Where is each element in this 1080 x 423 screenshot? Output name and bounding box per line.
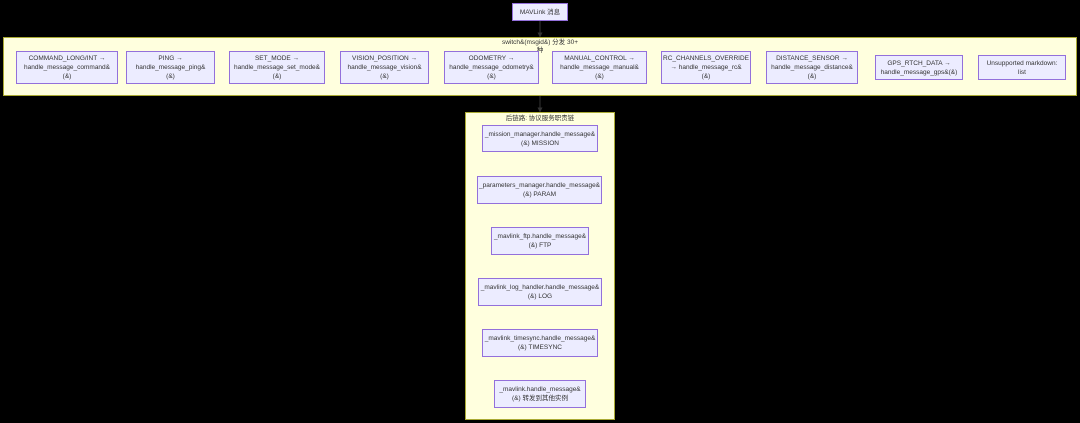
node-set-mode: SET_MODE → handle_message_set_mode& (&) <box>229 51 325 84</box>
node-unsupported-markdown: Unsupported markdown: list <box>978 55 1066 80</box>
node-mission-manager: _mission_manager.handle_message& (&) MIS… <box>482 125 598 152</box>
node-mavlink-log-handler: _mavlink_log_handler.handle_message& (&)… <box>478 278 602 306</box>
node-parameters-manager: _parameters_manager.handle_message& (&) … <box>477 176 602 204</box>
chain-cluster: 后链路: 协议服务职责链 <box>465 112 615 420</box>
node-manual-control: MANUAL_CONTROL → handle_message_manual& … <box>552 51 647 84</box>
node-ping: PING → handle_message_ping& (&) <box>126 51 215 84</box>
node-mavlink-timesync: _mavlink_timesync.handle_message& (&) TI… <box>482 329 598 357</box>
node-rc-channels-override: RC_CHANNELS_OVERRIDE → handle_message_rc… <box>661 51 751 84</box>
node-mavlink-forward: _mavlink.handle_message& (&) 转发到其他实例 <box>494 380 586 408</box>
node-gps-rtch-data: GPS_RTCH_DATA → handle_message_gps&(&) <box>875 55 963 80</box>
node-odometry: ODOMETRY → handle_message_odometry& (&) <box>444 51 539 84</box>
node-command-long: COMMAND_LONG/INT → handle_message_comman… <box>16 51 118 84</box>
node-distance-sensor: DISTANCE_SENSOR → handle_message_distanc… <box>766 51 858 84</box>
node-mavlink-ftp: _mavlink_ftp.handle_message& (&) FTP <box>491 227 589 255</box>
switch-dispatch-title: switch&(msgid&) 分发 30+ 种 <box>501 39 579 54</box>
chain-title: 后链路: 协议服务职责链 <box>505 115 575 122</box>
node-vision-position: VISION_POSITION → handle_message_vision&… <box>340 51 429 84</box>
root-node: MAVLink 消息 <box>512 3 568 21</box>
